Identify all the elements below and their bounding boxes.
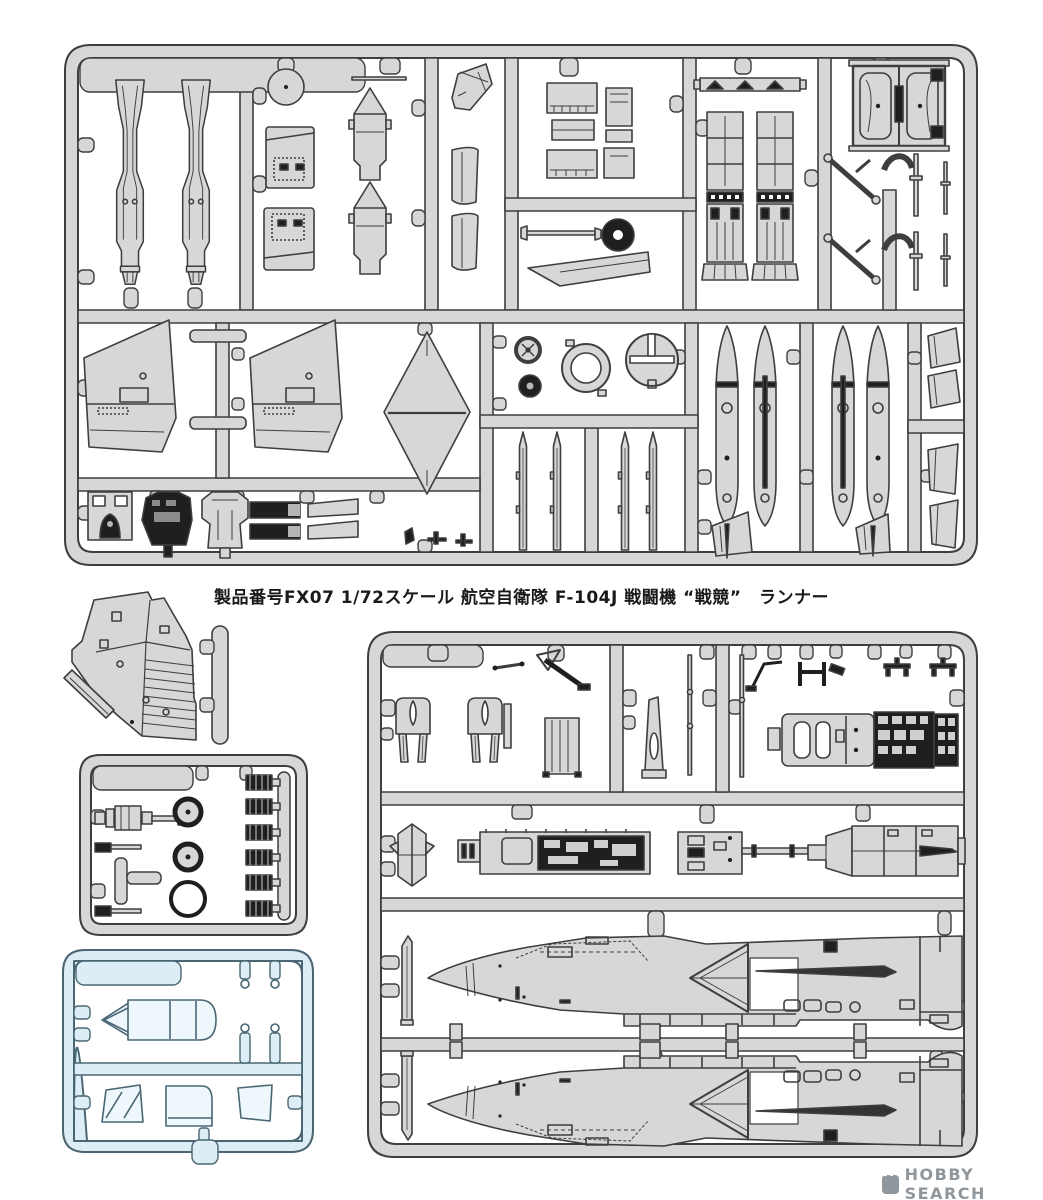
nose-cone-and-panel-parts [451, 63, 493, 271]
runner-small-detail-sprue [79, 754, 308, 936]
landing-gear-strut-parts [823, 153, 951, 291]
runner-clear-canopy-sprue [62, 949, 314, 1165]
drop-tank-parts [711, 325, 891, 559]
runner-b-dividers [380, 644, 965, 1052]
exhaust-nozzle-parts [693, 77, 807, 281]
cockpit-small-parts [87, 491, 473, 559]
runner-a-dividers [77, 57, 965, 553]
fuselage-half-right [400, 935, 963, 1041]
hobby-search-flame-icon [882, 1166, 899, 1194]
tail-boom-parts [114, 79, 212, 286]
ejection-seat-parts [848, 59, 950, 152]
fin-and-blade-parts [641, 654, 694, 779]
wheel-disc-and-bay-parts [263, 68, 407, 275]
runner-b-fuselage-sprue [367, 631, 978, 1158]
position-light-parts [240, 979, 280, 1033]
windscreen-and-canopy-parts [101, 1084, 273, 1127]
product-caption: 製品番号FX07 1/72スケール 航空自衛隊 F-104J 戦闘機 “戦競” … [214, 588, 829, 608]
runner-bar [126, 871, 162, 885]
intake-ramp-parts [395, 649, 591, 778]
tailplane-part [383, 331, 471, 495]
runner-a-frame [64, 44, 978, 566]
equipment-box-parts [546, 82, 635, 179]
runner-stub [211, 625, 229, 745]
canopy-main-part [101, 999, 217, 1041]
small-cylinder-parts [245, 774, 281, 917]
runner-a-main-sprue [64, 44, 978, 566]
fuselage-half-left [400, 1041, 963, 1147]
antenna-wheel-and-flap-parts [520, 218, 651, 287]
cockpit-tub-assembly [738, 654, 959, 778]
scoop-and-fin-parts [927, 327, 961, 549]
gun-bay-assembly [389, 823, 966, 887]
tire-and-ring-parts [169, 796, 207, 918]
watermark-brand-text: HOBBY SEARCH [904, 1165, 986, 1200]
part-aft-fuselage-section [63, 591, 229, 745]
watermark: HOBBY SEARCH [882, 1165, 1043, 1200]
runner-small-frame [79, 754, 308, 936]
wheel-and-intake-ring-parts [514, 333, 679, 398]
runner-bar [114, 857, 128, 905]
runner-bar [277, 771, 291, 921]
